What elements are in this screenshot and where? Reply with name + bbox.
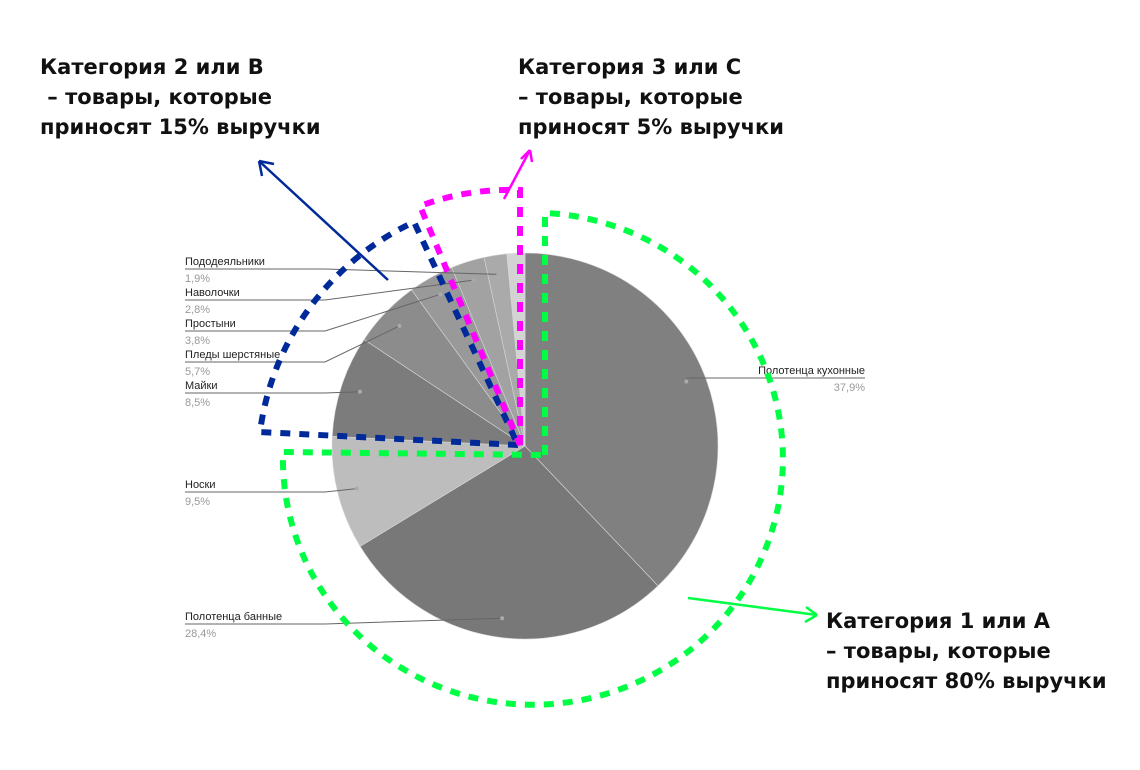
leader-dot	[354, 486, 359, 491]
slice-value: 3,8%	[185, 335, 210, 347]
slice-label: Наволочки	[185, 287, 240, 299]
leader-dot	[397, 323, 402, 328]
leader-line	[185, 391, 360, 394]
slice-value: 8,5%	[185, 397, 210, 409]
leader-dot	[684, 379, 689, 384]
category-c-caption: Категория 3 или C – товары, которые прин…	[518, 55, 784, 139]
slice-label: Пододеяльники	[185, 256, 265, 268]
pie-slice	[331, 435, 526, 547]
category-b-arrow	[257, 159, 389, 281]
slice-value: 37,9%	[834, 382, 865, 394]
slice-label: Майки	[185, 380, 218, 392]
slice-label: Пледы шерстяные	[185, 349, 280, 361]
leader-dot	[438, 292, 443, 297]
leader-line	[185, 488, 357, 493]
slice-value: 1,9%	[185, 273, 210, 285]
leader-line	[185, 279, 474, 301]
category-c-outline	[416, 186, 523, 447]
category-c-arrow	[502, 149, 534, 200]
slice-label: Полотенца кухонные	[758, 365, 865, 377]
leader-dot	[500, 616, 505, 621]
slice-value: 5,7%	[185, 366, 210, 378]
leader-dot	[471, 278, 476, 283]
leader-line	[185, 293, 441, 332]
leader-line	[185, 617, 503, 625]
category-b-caption: Категория 2 или B – товары, которые прин…	[40, 55, 321, 139]
slice-label: Носки	[185, 479, 216, 491]
pie-slice	[524, 252, 719, 587]
category-a-arrow	[687, 596, 818, 624]
category-a-caption: Категория 1 или A – товары, которые прин…	[826, 609, 1107, 693]
pie-slice	[331, 339, 527, 447]
slice-value: 2,8%	[185, 304, 210, 316]
leader-line	[185, 325, 400, 363]
leader-line	[185, 268, 499, 275]
leader-dot	[357, 389, 362, 394]
pie-slice	[359, 445, 659, 640]
slice-value: 9,5%	[185, 496, 210, 508]
leader-dot	[496, 272, 501, 277]
slice-label: Простыни	[185, 318, 236, 330]
slice-value: 28,4%	[185, 628, 216, 640]
slice-label: Полотенца банные	[185, 611, 282, 623]
category-a-outline	[279, 209, 786, 708]
category-b-outline	[256, 218, 523, 449]
